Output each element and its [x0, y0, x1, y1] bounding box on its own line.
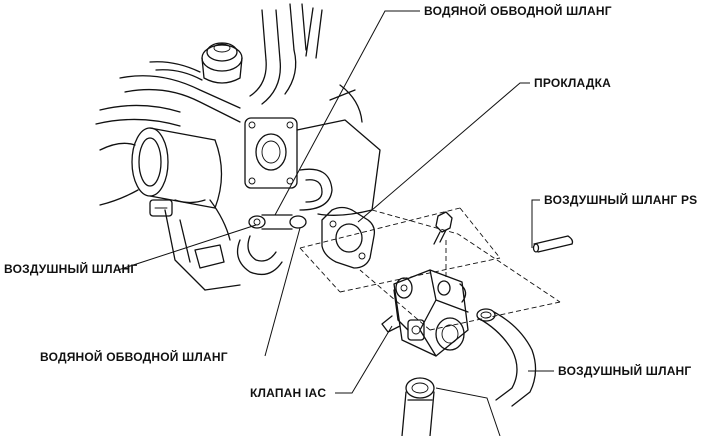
label-air-hose-left: ВОЗДУШНЫЙ ШЛАНГ [4, 262, 138, 276]
label-air-hose-ps: ВОЗДУШНЫЙ ШЛАНГ PS [544, 193, 698, 207]
engine-block-drawing [95, 3, 381, 291]
lower-hose-drawing [401, 377, 435, 436]
gasket-drawing [321, 206, 376, 269]
label-water-bypass-hose-top: ВОДЯНОЙ ОБВОДНОЙ ШЛАНГ [424, 4, 612, 18]
bolt-drawing [433, 211, 453, 245]
label-gasket: ПРОКЛАДКА [534, 76, 611, 90]
label-air-hose-right: ВОЗДУШНЫЙ ШЛАНГ [558, 364, 692, 378]
right-air-hose-drawing [476, 308, 537, 407]
label-iac-valve: КЛАПАН IAC [250, 386, 327, 400]
iac-valve-drawing [381, 269, 469, 357]
label-water-bypass-hose-bottom: ВОДЯНОЙ ОБВОДНОЙ ШЛАНГ [40, 350, 228, 364]
ps-air-hose-drawing [532, 235, 574, 253]
leader-lines [117, 10, 554, 436]
